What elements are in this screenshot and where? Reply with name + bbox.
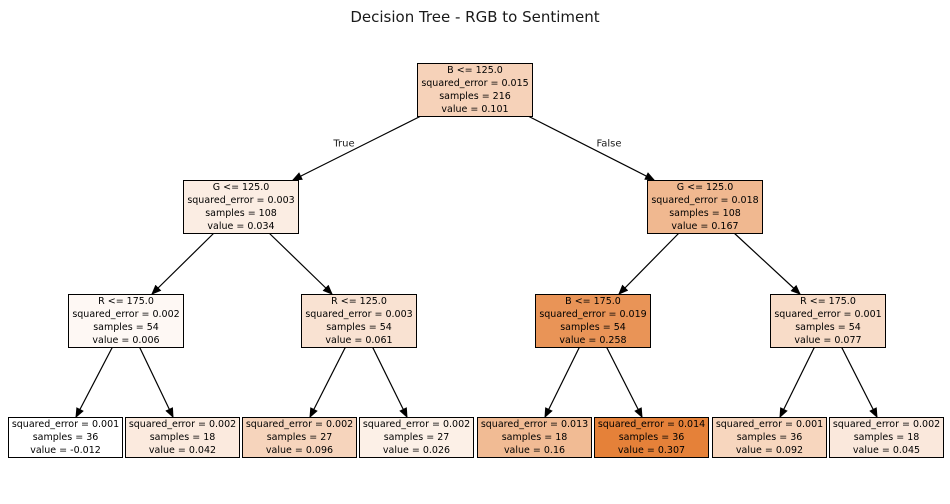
- figure-title: Decision Tree - RGB to Sentiment: [350, 8, 600, 26]
- tree-leaf-7: squared_error = 0.001 samples = 36 value…: [712, 417, 827, 458]
- edge-lr-leaf4: [371, 345, 408, 419]
- tree-leaf-6: squared_error = 0.014 samples = 36 value…: [594, 417, 709, 458]
- tree-node-right-right: R <= 175.0 squared_error = 0.001 samples…: [770, 294, 886, 348]
- edge-ll-leaf1: [75, 345, 114, 419]
- edge-root-right: [525, 114, 656, 181]
- tree-node-left-left: R <= 175.0 squared_error = 0.002 samples…: [68, 294, 184, 348]
- edge-l-lr: [267, 231, 333, 295]
- edge-label-true: True: [333, 138, 355, 150]
- edge-rr-leaf7: [779, 345, 816, 419]
- edge-rl-leaf5: [544, 345, 581, 419]
- edge-r-rl: [618, 231, 681, 295]
- tree-node-right-left: B <= 175.0 squared_error = 0.019 samples…: [535, 294, 651, 348]
- tree-leaf-5: squared_error = 0.013 samples = 18 value…: [477, 417, 592, 458]
- tree-node-right: G <= 125.0 squared_error = 0.018 samples…: [647, 180, 763, 234]
- tree-leaf-8: squared_error = 0.002 samples = 18 value…: [829, 417, 944, 458]
- edge-r-rr: [732, 231, 801, 295]
- tree-leaf-2: squared_error = 0.002 samples = 18 value…: [125, 417, 240, 458]
- edge-lr-leaf3: [309, 345, 347, 419]
- edge-rl-leaf6: [605, 345, 643, 419]
- tree-node-left-right: R <= 125.0 squared_error = 0.003 samples…: [301, 294, 417, 348]
- edge-label-false: False: [596, 138, 622, 150]
- tree-leaf-1: squared_error = 0.001 samples = 36 value…: [8, 417, 123, 458]
- tree-leaf-4: squared_error = 0.002 samples = 27 value…: [359, 417, 474, 458]
- edge-rr-leaf8: [840, 345, 878, 419]
- tree-node-left: G <= 125.0 squared_error = 0.003 samples…: [183, 180, 299, 234]
- edge-ll-leaf2: [138, 345, 174, 419]
- edge-l-ll: [151, 231, 216, 295]
- edge-root-left: [291, 114, 424, 181]
- tree-leaf-3: squared_error = 0.002 samples = 27 value…: [242, 417, 357, 458]
- tree-node-root: B <= 125.0 squared_error = 0.015 samples…: [417, 63, 533, 117]
